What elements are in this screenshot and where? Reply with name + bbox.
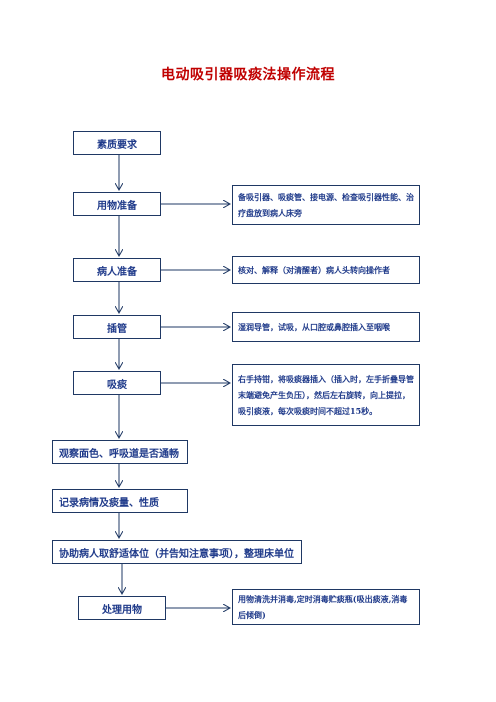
step-insert-tube: 插管 <box>73 315 161 339</box>
note-prepare-supplies: 备吸引器、吸痰管、接电源、检查吸引器性能、治疗盘放到病人床旁 <box>232 185 420 225</box>
note-handle-supplies: 用物清洗并消毒,定时消毒贮痰瓶(吸出痰液,消毒后倾倒) <box>232 589 420 625</box>
step-prepare-patient: 病人准备 <box>73 258 161 282</box>
note-suction: 右手持钳，将吸痰器插入（插入时，左手折叠导管末端避免产生负压），然后左右旋转，向… <box>232 364 420 426</box>
step-assist-patient: 协助病人取舒适体位（并告知注意事项），整理床单位 <box>52 540 302 564</box>
step-prepare-supplies: 用物准备 <box>73 192 161 216</box>
step-record: 记录病情及痰量、性质 <box>52 489 188 513</box>
step-observe: 观察面色、呼吸道是否通畅 <box>52 440 188 464</box>
note-insert-tube: 湿润导管，试吸，从口腔或鼻腔插入至咽喉 <box>232 312 420 342</box>
step-quality-requirements: 素质要求 <box>73 131 161 155</box>
note-prepare-patient: 核对、解释（对清醒者）病人头转向操作者 <box>232 256 420 284</box>
step-suction: 吸痰 <box>73 371 161 395</box>
page-title: 电动吸引器吸痰法操作流程 <box>161 67 335 83</box>
step-handle-supplies: 处理用物 <box>78 596 166 620</box>
